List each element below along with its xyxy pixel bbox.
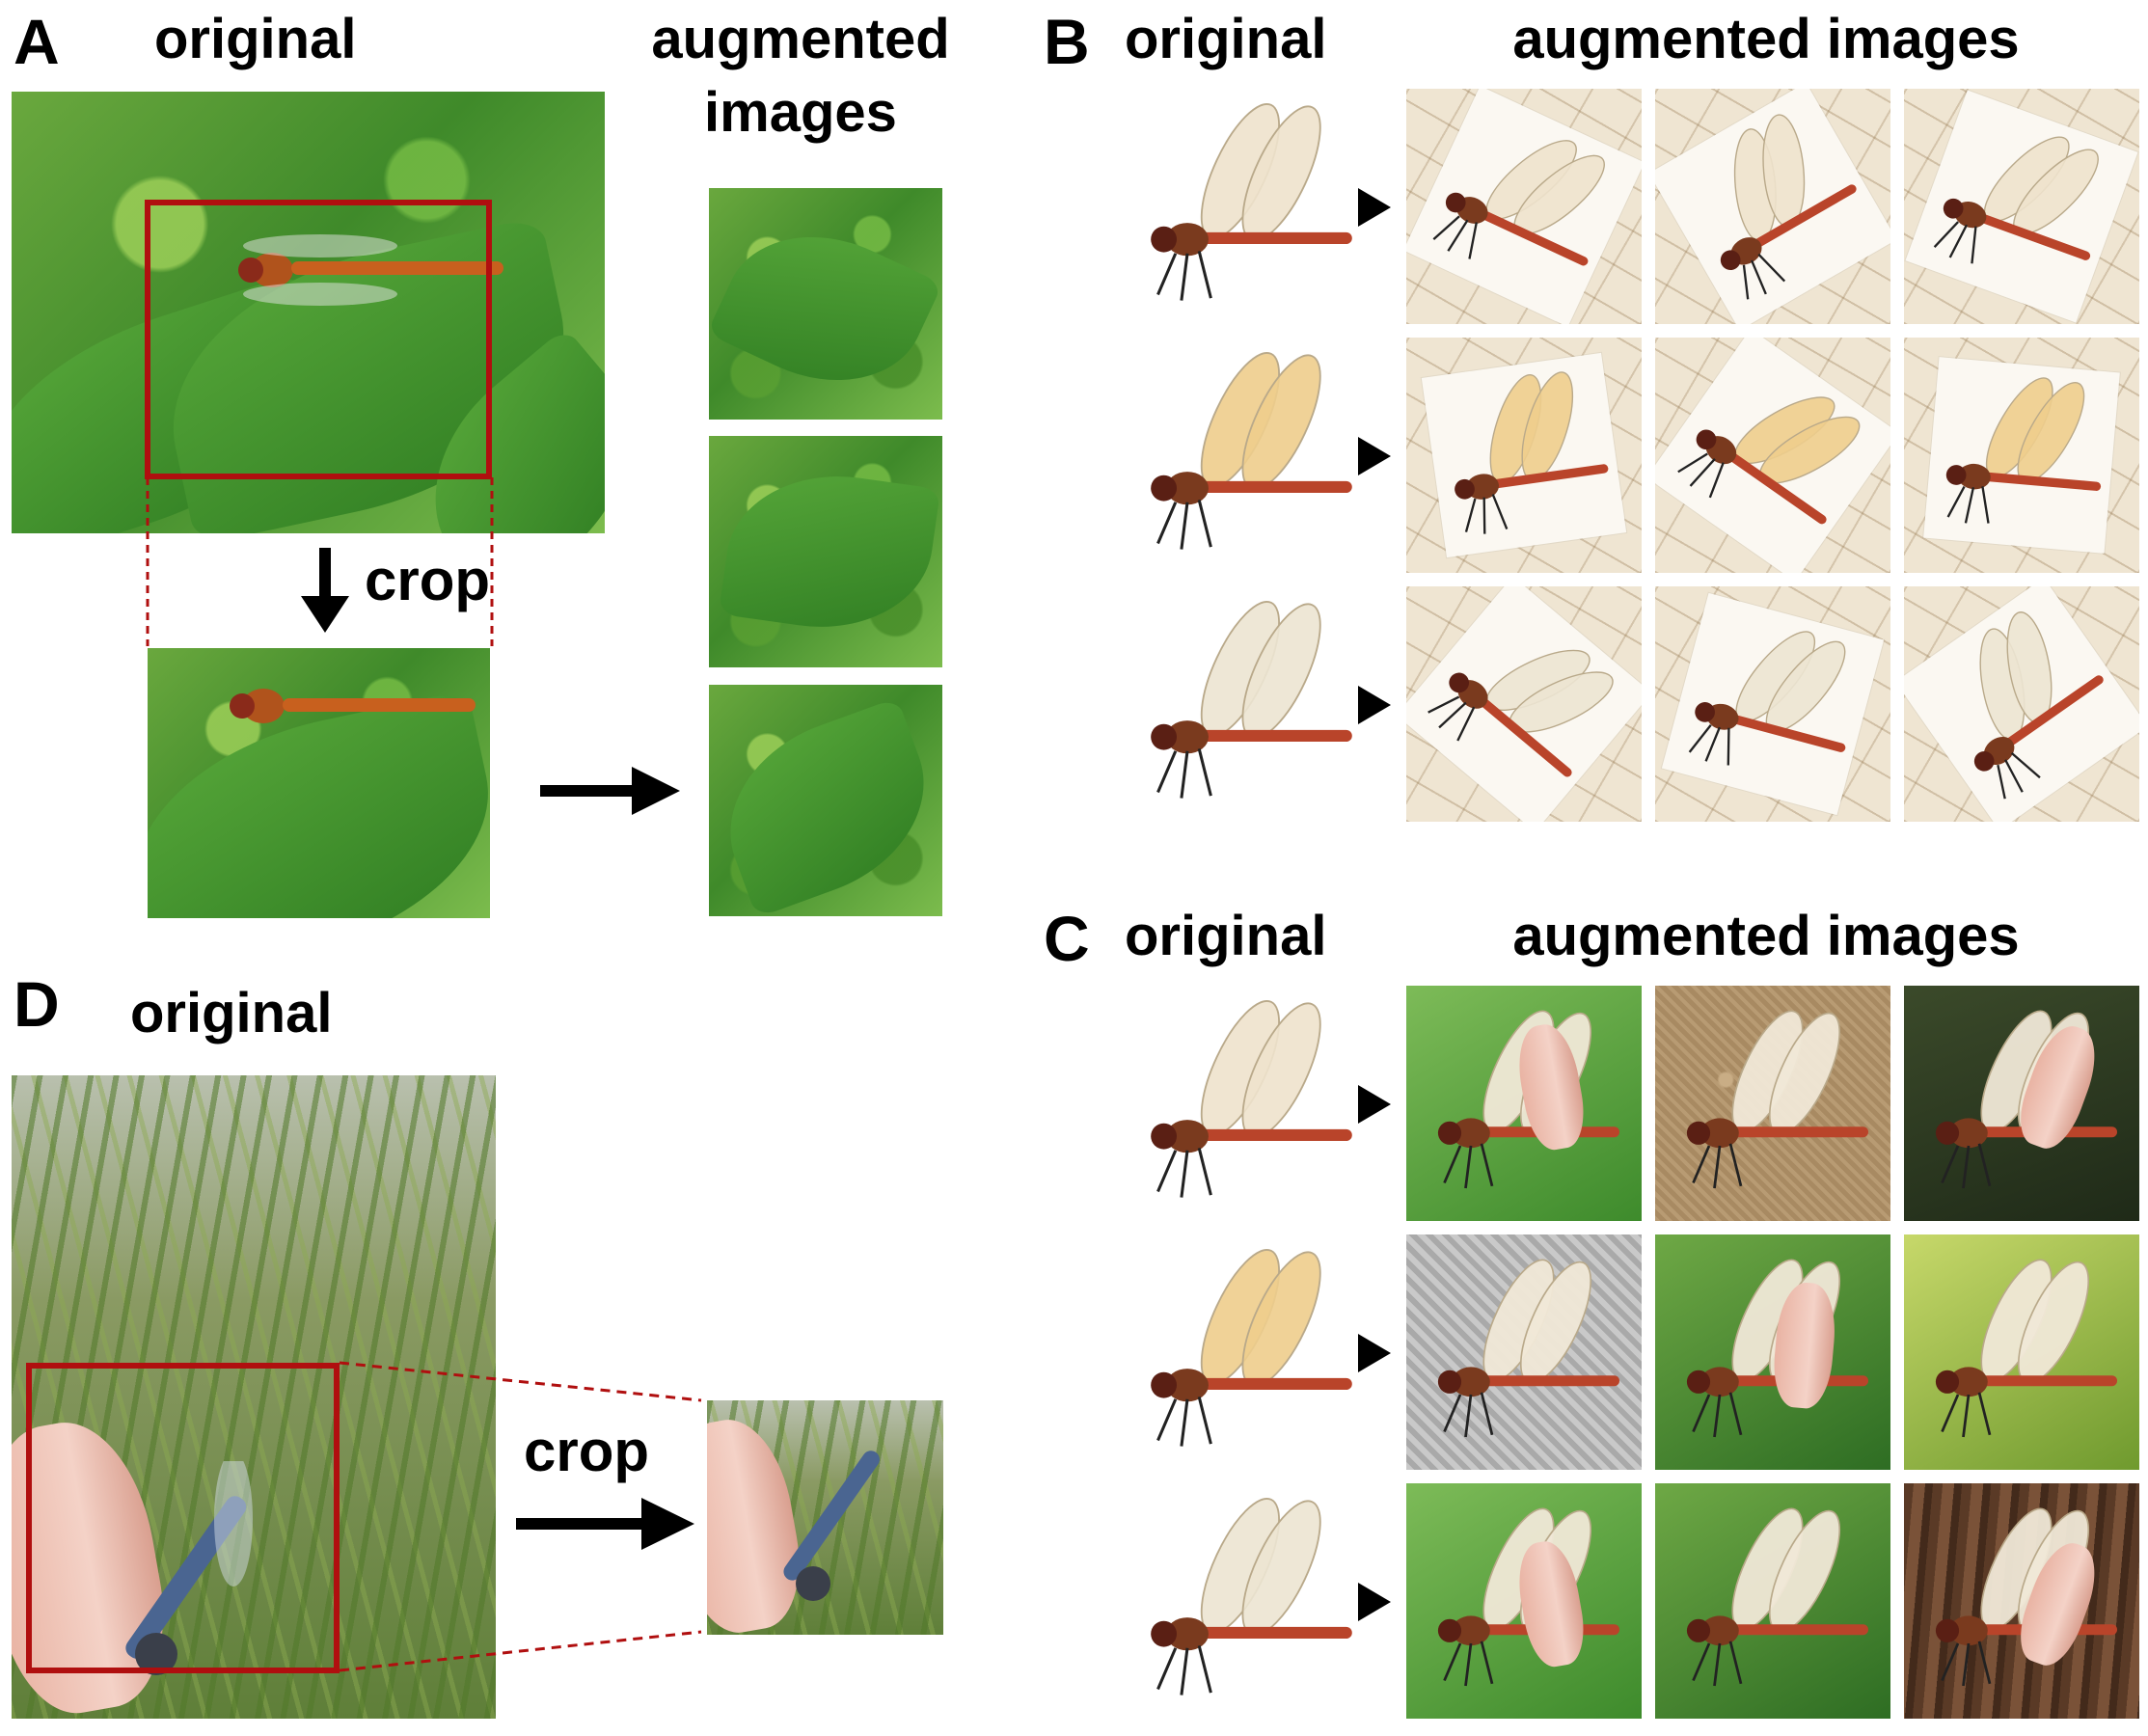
panel-a-augmented-heading-line2: images (704, 81, 897, 144)
panel-b-augmented-image (1406, 89, 1642, 324)
panel-c-augmented-image (1904, 1234, 2139, 1470)
dragonfly-illustration (1432, 140, 1605, 266)
panel-b-original-heading: original (1125, 8, 1327, 70)
pasted-specimen (1418, 1246, 1630, 1463)
pasted-specimen (1916, 1246, 2128, 1463)
panel-b-augmented-image (1655, 89, 1890, 324)
panel-c-original-specimen (1128, 1234, 1364, 1470)
panel-c-augmented-image (1904, 1483, 2139, 1719)
panel-b-augmented-image (1406, 338, 1642, 573)
dragonfly-illustration (1686, 1507, 1868, 1687)
pasted-specimen (1667, 1246, 1879, 1463)
panel-a-augmented-2 (709, 436, 942, 667)
panel-c-original-specimen (1128, 1483, 1364, 1719)
panel-b-augmented-image (1655, 586, 1890, 822)
panel-b-original-specimen (1128, 338, 1364, 573)
dragonfly-illustration (1686, 1259, 1868, 1438)
panel-b-original-specimen (1128, 89, 1364, 324)
dragonfly-illustration (1455, 371, 1609, 534)
panel-a-augmented-heading-line1: augmented (651, 8, 950, 70)
dragonfly-illustration (1945, 377, 2102, 524)
panel-a-crop-label: crop (365, 548, 491, 612)
panel-a-cropped-photo (148, 648, 490, 918)
panel-a-augmented-3 (709, 685, 942, 916)
panel-a-original-heading: original (154, 8, 357, 70)
dragonfly-illustration (1677, 396, 1861, 525)
triangle-pointer-icon (1358, 437, 1391, 475)
rotated-specimen-card (1923, 357, 2120, 554)
dragonfly-illustration (1151, 1248, 1352, 1447)
panel-a-original-photo (12, 92, 605, 533)
pasted-specimen (1667, 1495, 1879, 1712)
dragonfly-illustration (1720, 114, 1857, 300)
dragonfly-illustration (1151, 600, 1352, 799)
panel-c-augmented-heading: augmented images (1512, 905, 2020, 967)
dragonfly-illustration (1151, 999, 1352, 1198)
panel-d-original-photo (12, 1075, 496, 1719)
arrow-right-icon (516, 1498, 694, 1550)
pasted-specimen (1667, 997, 1879, 1214)
rotated-specimen-card (1655, 338, 1890, 573)
rotated-specimen-card (1905, 90, 2138, 323)
panel-c-augmented-image (1406, 986, 1642, 1221)
dragonfly-illustration (1933, 136, 2099, 264)
dragonfly-illustration (1427, 649, 1614, 777)
panel-c-augmented-image (1406, 1234, 1642, 1470)
panel-b-augmented-image (1655, 338, 1890, 573)
panel-letter-c: C (1044, 903, 1090, 974)
panel-b-augmented-image (1904, 586, 2139, 822)
rotated-specimen-card (1406, 586, 1642, 822)
panel-c-augmented-image (1904, 986, 2139, 1221)
arrow-right-icon (540, 767, 680, 815)
triangle-pointer-icon (1358, 1583, 1391, 1621)
panel-b-augmented-image (1406, 586, 1642, 822)
pasted-specimen (1916, 1495, 2128, 1712)
panel-letter-d: D (14, 968, 60, 1040)
arrow-down-icon (301, 548, 349, 633)
panel-d-crop-guides (340, 1361, 702, 1672)
panel-b-original-specimen (1128, 586, 1364, 822)
panel-b-augmented-image (1904, 89, 2139, 324)
panel-c-augmented-image (1655, 986, 1890, 1221)
dragonfly-illustration (1151, 1497, 1352, 1695)
panel-d-original-heading: original (130, 982, 333, 1044)
dragonfly-illustration (1151, 351, 1352, 550)
dragonfly-illustration (783, 1451, 880, 1601)
panel-c-augmented-image (1406, 1483, 1642, 1719)
panel-d-cropped-photo (707, 1400, 943, 1635)
dragonfly-illustration (1973, 611, 2104, 800)
panel-a-augmented-1 (709, 188, 942, 420)
panel-a-crop-frame (145, 200, 492, 479)
panel-a-crop-guides (146, 477, 494, 646)
rotated-specimen-card (1655, 89, 1890, 324)
dragonfly-illustration (230, 689, 476, 723)
panel-c-original-specimen (1128, 986, 1364, 1221)
triangle-pointer-icon (1358, 686, 1391, 724)
rotated-specimen-card (1661, 592, 1885, 816)
panel-c-augmented-image (1655, 1483, 1890, 1719)
panel-letter-a: A (14, 6, 60, 77)
dragonfly-illustration (1437, 1259, 1619, 1438)
panel-c-original-heading: original (1125, 905, 1327, 967)
rotated-specimen-card (1904, 586, 2139, 822)
rotated-specimen-card (1406, 89, 1642, 324)
dragonfly-illustration (125, 1461, 253, 1675)
panel-c-augmented-image (1655, 1234, 1890, 1470)
dragonfly-illustration (1935, 1507, 2117, 1687)
panel-letter-b: B (1044, 6, 1090, 77)
dragonfly-illustration (1935, 1259, 2117, 1438)
triangle-pointer-icon (1358, 1085, 1391, 1124)
triangle-pointer-icon (1358, 188, 1391, 227)
panel-d-crop-frame (26, 1363, 340, 1673)
panel-b-augmented-image (1904, 338, 2139, 573)
panel-d-crop-label: crop (524, 1419, 650, 1483)
dragonfly-illustration (1686, 1010, 1868, 1189)
panel-b-augmented-heading: augmented images (1512, 8, 2020, 70)
rotated-specimen-card (1421, 352, 1627, 558)
triangle-pointer-icon (1358, 1334, 1391, 1372)
dragonfly-illustration (1151, 102, 1352, 301)
dragonfly-illustration (238, 234, 503, 306)
dragonfly-illustration (1688, 631, 1846, 766)
